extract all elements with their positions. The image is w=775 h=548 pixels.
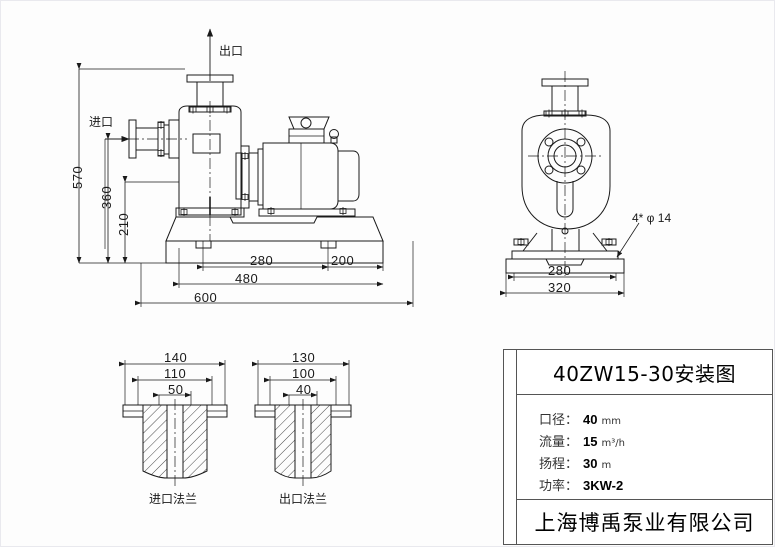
- outlet-label: 出口: [219, 44, 244, 58]
- spec-unit-head: m: [601, 460, 612, 471]
- spec-value-head: 30: [583, 456, 598, 471]
- spec-label-flow: 流量：: [539, 435, 579, 450]
- inlet-label: 进口: [89, 115, 114, 129]
- spec-label-bore: 口径：: [539, 413, 579, 428]
- spec-unit-flow: m³/h: [601, 438, 625, 449]
- spec-label-head: 扬程：: [539, 457, 579, 472]
- spec-row-head: 扬程： 30 m: [539, 453, 772, 472]
- spec-row-power: 功率： 3KW-2: [539, 475, 772, 494]
- outlet-flange-dimension-100: 100: [292, 366, 316, 381]
- drawing-title-row: 40ZW15-30安装图: [517, 350, 772, 395]
- inlet-flange-dimension-110: 110: [164, 366, 187, 381]
- company-name-row: 上海博禹泵业有限公司: [517, 500, 772, 544]
- dimension-200: 200: [331, 253, 355, 268]
- dimension-600: 600: [194, 290, 218, 305]
- dimension-210: 210: [116, 212, 131, 236]
- inlet-flange-dimension-50: 50: [168, 382, 184, 397]
- dimension-360: 360: [99, 185, 114, 209]
- drawing-title: 40ZW15-30安装图: [552, 361, 737, 386]
- outlet-flange-dimension-40: 40: [296, 382, 312, 397]
- spec-label-power: 功率：: [539, 479, 579, 494]
- title-block: 40ZW15-30安装图 口径： 40 mm 流量： 15 m³/h 扬程： 3…: [503, 349, 773, 545]
- dimension-480: 480: [235, 271, 259, 286]
- outlet-flange-title: 出口法兰: [279, 492, 328, 506]
- spec-row-flow: 流量： 15 m³/h: [539, 431, 772, 450]
- inlet-flange-title: 进口法兰: [149, 492, 198, 506]
- company-name: 上海博禹泵业有限公司: [534, 511, 755, 535]
- dimension-320: 320: [548, 280, 572, 295]
- dimension-570: 570: [70, 165, 85, 189]
- inlet-flange-dimension-140: 140: [164, 350, 188, 365]
- dimension-280-base: 280: [250, 253, 274, 268]
- spec-value-flow: 15: [583, 434, 598, 449]
- dimension-280-endview: 280: [548, 263, 572, 278]
- specifications-list: 口径： 40 mm 流量： 15 m³/h 扬程： 30 m 功率： 3KW-2: [517, 395, 772, 500]
- spec-row-bore: 口径： 40 mm: [539, 409, 772, 428]
- bolt-hole-callout: 4* φ 14: [632, 211, 672, 225]
- title-block-left-margin: [504, 350, 517, 544]
- spec-value-power: 3KW-2: [583, 478, 624, 493]
- spec-value-bore: 40: [583, 412, 598, 427]
- outlet-flange-dimension-130: 130: [292, 350, 316, 365]
- spec-unit-bore: mm: [601, 416, 621, 427]
